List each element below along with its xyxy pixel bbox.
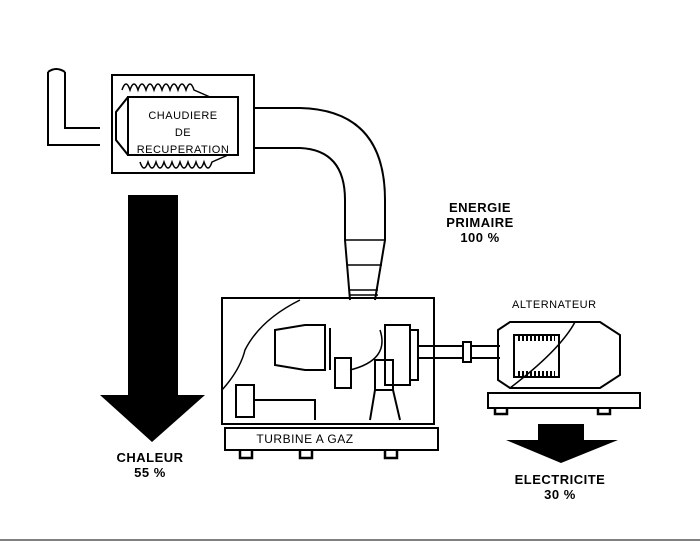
primary-energy-label: ENERGIE PRIMAIRE 100 %	[430, 200, 530, 245]
exhaust-duct	[254, 107, 386, 301]
heat-title: CHALEUR	[116, 450, 184, 465]
primary-energy-title2: PRIMAIRE	[446, 215, 514, 230]
heat-label: CHALEUR 55 %	[100, 450, 200, 480]
heat-value: 55 %	[134, 465, 166, 480]
boiler-coil-bottom	[139, 154, 229, 169]
electricity-label: ELECTRICITE 30 %	[505, 472, 615, 502]
shaft-coupling	[462, 341, 472, 363]
alternator-label: ALTERNATEUR	[512, 299, 597, 311]
turbine-feet	[238, 450, 399, 460]
gas-turbine	[221, 297, 439, 460]
electricity-title: ELECTRICITE	[514, 472, 606, 487]
boiler-label: CHAUDIERE DE RECUPERATION	[132, 108, 234, 159]
alternator	[487, 321, 641, 416]
duct-bands	[345, 239, 385, 296]
electricity-arrow	[506, 424, 618, 463]
boiler-label-line1: CHAUDIERE	[148, 110, 218, 122]
recovery-boiler	[111, 74, 255, 174]
alternator-feet	[493, 408, 612, 416]
alternator-windings	[518, 335, 555, 377]
turbine-base	[224, 427, 439, 451]
exhaust-stack	[47, 68, 100, 146]
boiler-coil-top	[121, 83, 211, 98]
alternator-base	[487, 392, 641, 409]
primary-energy-title: ENERGIE	[448, 200, 511, 215]
turbine-label: TURBINE A GAZ	[256, 432, 354, 446]
primary-energy-value: 100 %	[460, 230, 500, 245]
electricity-value: 30 %	[544, 487, 576, 502]
shaft	[418, 345, 500, 359]
heat-arrow	[100, 195, 205, 442]
boiler-label-line2: DE RECUPERATION	[136, 127, 230, 156]
